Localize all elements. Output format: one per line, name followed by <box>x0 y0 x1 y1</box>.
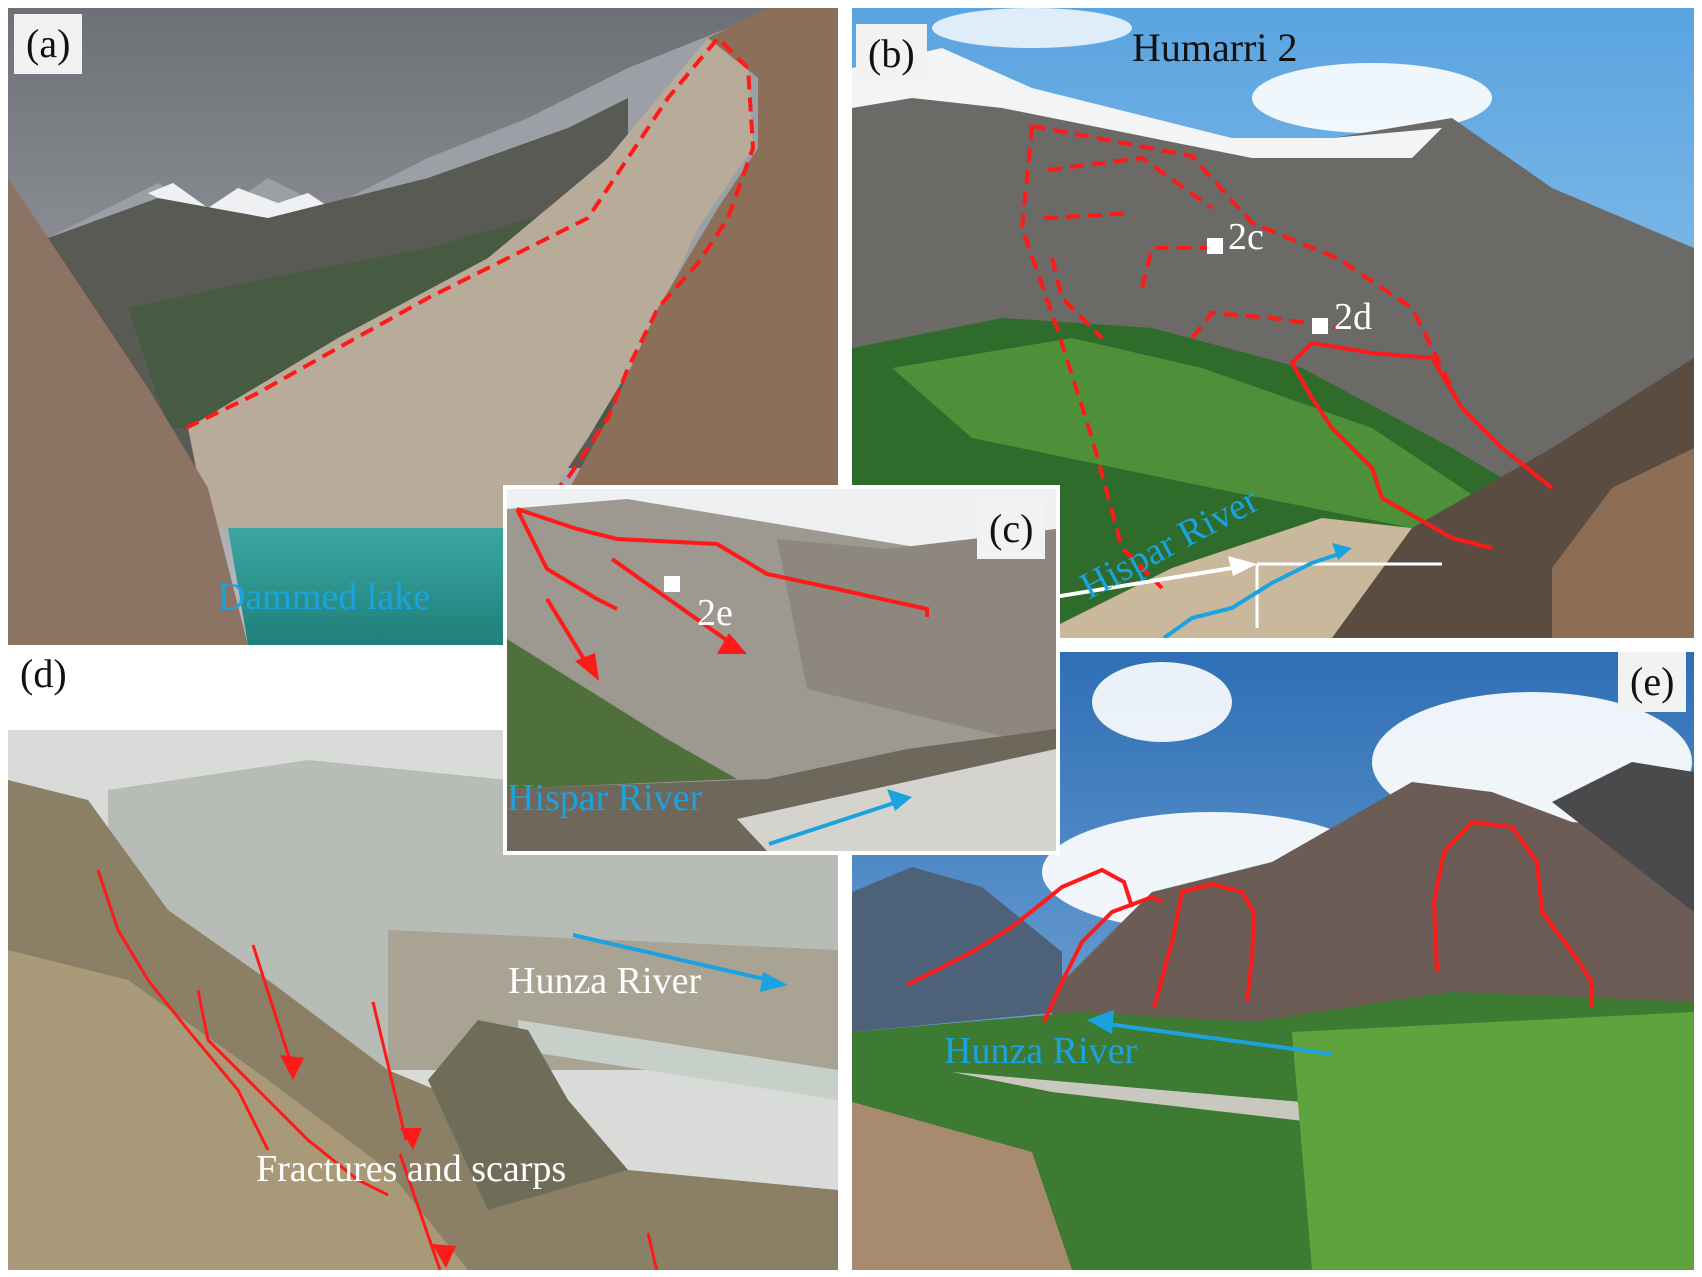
movement-arrows <box>251 944 659 1270</box>
hunza-river-flow-line-d <box>572 933 769 982</box>
hunza-river-label-e: Hunza River <box>944 1030 1138 1072</box>
marker-2c-label: 2c <box>1228 216 1264 258</box>
dammed-lake-label: Dammed lake <box>218 576 431 618</box>
river-arrow-icon <box>1332 543 1352 560</box>
panel-d-landscape <box>8 650 838 1270</box>
landslide-boundaries-dashed <box>1019 124 1454 590</box>
landslide-boundaries-solid <box>906 819 1594 1023</box>
panel-c-inset-photo: (c) 2e Hispar River <box>503 485 1060 855</box>
marker-2e <box>664 576 680 592</box>
movement-arrow-c2 <box>610 557 734 646</box>
fracture-lines <box>96 869 389 1197</box>
panel-a-label: (a) <box>14 14 83 74</box>
panel-d-label: (d) <box>20 651 67 696</box>
panel-c-label: (c) <box>977 499 1046 559</box>
landslide-boundary-solid <box>1289 341 1493 550</box>
panel-e-photo: (e) Hunza River <box>852 652 1694 1270</box>
panel-b-label: (b) <box>856 24 927 84</box>
marker-2e-label: 2e <box>697 592 733 634</box>
hunza-river-label-d: Hunza River <box>508 960 702 1002</box>
panel-d-photo: (d) Hunza River Fractures and scarps <box>8 650 838 1270</box>
hispar-river-flow-line <box>1162 551 1343 638</box>
panel-e-landscape <box>852 652 1694 1270</box>
hispar-river-label-c: Hispar River <box>507 777 703 819</box>
marker-2d-label: 2d <box>1334 296 1372 338</box>
hispar-river-flow-line-c <box>768 800 898 846</box>
hunza-river-flow-line-e <box>1106 1022 1333 1056</box>
movement-arrow-c1 <box>545 597 589 666</box>
river-arrow-icon <box>1087 1010 1114 1034</box>
panel-b-photo: (b) Humarri 2 2c 2d Hispar River <box>852 8 1694 638</box>
fractures-scarps-label: Fractures and scarps <box>256 1148 567 1190</box>
landslide-boundary-c <box>515 508 618 611</box>
panel-b-title: Humarri 2 <box>1132 25 1298 70</box>
river-arrow-icon <box>760 972 788 992</box>
pointer-arrowhead-icon <box>1228 556 1257 576</box>
panel-c-landscape <box>507 489 1056 851</box>
marker-2d <box>1312 318 1328 334</box>
landslide-boundary-dashed <box>185 35 756 500</box>
river-arrow-icon <box>887 789 912 811</box>
panel-e-label: (e) <box>1618 652 1687 712</box>
marker-2c <box>1207 238 1223 254</box>
panel-b-landscape <box>852 8 1694 638</box>
